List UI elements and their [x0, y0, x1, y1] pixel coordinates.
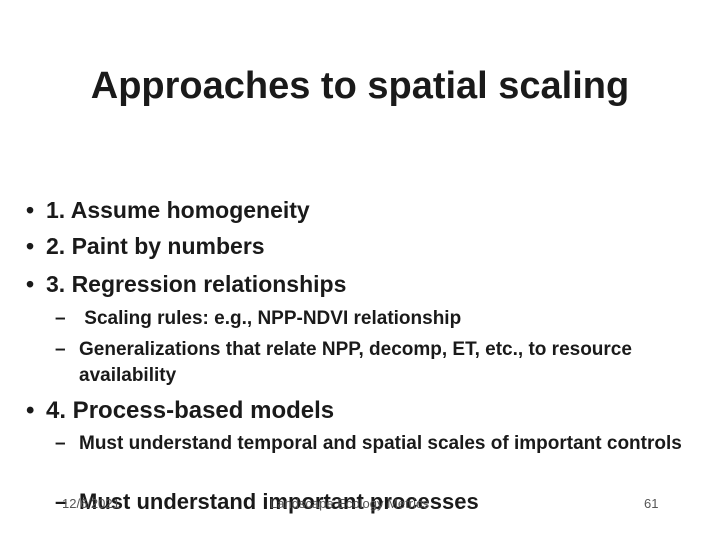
bullet-marker: •: [26, 271, 35, 297]
sub-bullet-text: Must understand important processes: [79, 489, 479, 514]
bullet-marker: •: [26, 233, 35, 259]
footer-date: 12/6/2021: [62, 496, 120, 511]
slide-number: 61: [644, 496, 659, 511]
bullet-marker: •: [26, 197, 35, 223]
sub-bullet-marker: –: [55, 339, 66, 360]
bullet-text: 4. Process-based models: [46, 397, 335, 424]
slide-title: Approaches to spatial scaling: [90, 65, 630, 107]
sub-bullet-text: Generalizations that relate NPP, decomp,…: [79, 339, 632, 386]
sub-bullet-marker: –: [55, 489, 68, 514]
sub-bullet-marker: –: [55, 308, 66, 329]
sub-bullet-text: Scaling rules: e.g., NPP-NDVI relationsh…: [79, 308, 462, 329]
footer-title: Landscape Ecology Metrics: [270, 496, 429, 511]
bullet-text: 3. Regression relationships: [46, 271, 347, 297]
sub-bullet-text: Must understand temporal and spatial sca…: [79, 433, 682, 454]
bullet-marker: •: [26, 397, 35, 424]
bullet-text: 2. Paint by numbers: [46, 233, 265, 259]
bullet-text: 1. Assume homogeneity: [46, 197, 310, 223]
sub-bullet-marker: –: [55, 433, 66, 454]
